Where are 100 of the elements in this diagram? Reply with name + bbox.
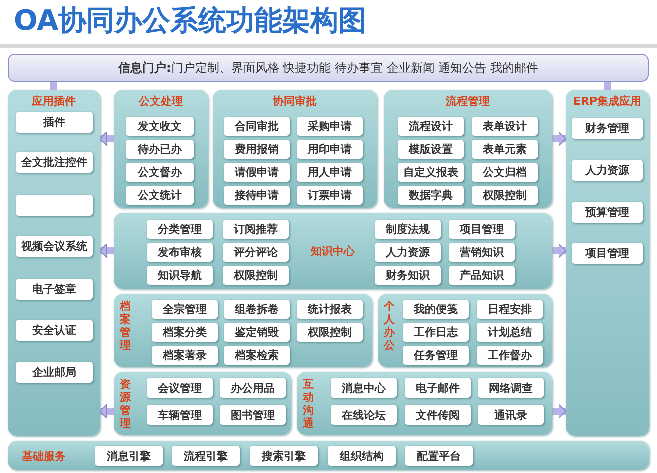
feature-box: 安全认证 (16, 320, 93, 341)
feature-box: 办公用品 (220, 378, 286, 398)
feature-box: 全文批注控件 (16, 152, 93, 173)
feature-box: 接待申请 (224, 186, 290, 205)
feature-box: 企业邮局 (16, 362, 93, 383)
feature-box: 公文归档 (472, 163, 538, 182)
module-title: 应用插件 (30, 94, 77, 109)
feature-box: 网络调查 (478, 378, 544, 398)
feature-box: 权限控制 (472, 186, 538, 205)
feature-box: 项目管理 (449, 220, 515, 239)
feature-box: 表单元素 (472, 140, 538, 159)
feature-box: 权限控制 (223, 266, 289, 285)
module-panel (114, 372, 291, 435)
feature-box: 模版设置 (398, 140, 464, 159)
feature-box: 搜索引擎 (250, 446, 318, 466)
feature-box: 知识导航 (147, 266, 213, 285)
module-title: 公文处理 (138, 94, 184, 109)
feature-box: 组织结构 (328, 446, 396, 466)
feature-box: 订阅推荐 (223, 220, 289, 239)
feature-box: 档案分类 (152, 323, 218, 342)
feature-box: 在线论坛 (331, 405, 397, 425)
module-title: ERP集成应用 (572, 94, 643, 109)
connector-arrow (100, 132, 114, 146)
feature-box: 电子邮件 (405, 378, 471, 398)
module-panel (114, 213, 552, 289)
module-title: 互动沟通 (302, 378, 315, 430)
feature-box: 待办已办 (126, 140, 194, 159)
feature-box: 工作日志 (403, 323, 469, 342)
connector-arrow (552, 132, 566, 146)
connector (50, 82, 58, 90)
feature-box: 统计报表 (297, 300, 363, 319)
feature-box: 插件 (16, 112, 93, 133)
feature-box: 公文统计 (126, 186, 194, 205)
connector-arrow (552, 244, 566, 258)
module-panel (297, 372, 552, 435)
connector-arrow (100, 404, 114, 419)
feature-box: 消息中心 (331, 378, 397, 398)
feature-box: 公文督办 (126, 163, 194, 182)
portal-bar: 信息门户:门户定制、界面风格 快捷功能 待办事宜 企业新闻 通知公告 我的邮件 (8, 54, 649, 82)
diagram-title: OA协同办公系统功能架构图 (14, 3, 367, 39)
feature-box: 电子签章 (16, 279, 93, 300)
module-panel (566, 90, 649, 436)
module-panel (114, 294, 372, 367)
feature-box: 会议管理 (147, 378, 213, 398)
feature-box: 视频会议系统 (16, 236, 93, 257)
feature-box: 订票申请 (297, 186, 363, 205)
module-title: 流程管理 (445, 94, 491, 109)
module-panel (114, 90, 208, 208)
module-panel (8, 90, 100, 436)
feature-box: 档案著录 (152, 346, 218, 365)
feature-box: 财务管理 (572, 118, 643, 139)
connector-arrow (100, 244, 114, 258)
module-title: 协同审批 (272, 94, 318, 109)
module-title: 基础服务 (22, 449, 66, 464)
feature-box: 表单设计 (472, 117, 538, 136)
feature-box: 配置平台 (405, 446, 473, 466)
feature-box: 费用报销 (224, 140, 290, 159)
feature-box: 产品知识 (449, 266, 515, 285)
feature-box: 预算管理 (572, 202, 643, 223)
feature-box: 制度法规 (375, 220, 441, 239)
blank-box (16, 195, 93, 216)
feature-box: 财务知识 (375, 266, 441, 285)
feature-box: 营销知识 (449, 243, 515, 262)
feature-box: 我的便笺 (403, 300, 469, 319)
feature-box: 发布审核 (147, 243, 213, 262)
module-panel (8, 441, 649, 470)
feature-box: 自定义报表 (398, 163, 464, 182)
feature-box: 日程安排 (477, 300, 543, 319)
feature-box: 人力资源 (572, 160, 643, 181)
feature-box: 图书管理 (220, 405, 286, 425)
feature-box: 合同审批 (224, 117, 290, 136)
feature-box: 用印申请 (297, 140, 363, 159)
feature-box: 权限控制 (297, 323, 363, 342)
feature-box: 流程引擎 (172, 446, 240, 466)
module-panel (213, 90, 377, 208)
feature-box: 用人申请 (297, 163, 363, 182)
module-title: 档案管理 (119, 300, 132, 352)
feature-box: 通讯录 (478, 405, 544, 425)
module-panel (384, 90, 552, 208)
feature-box: 计划总结 (477, 323, 543, 342)
module-panel (378, 294, 552, 367)
feature-box: 全宗管理 (152, 300, 218, 319)
feature-box: 鉴定销毁 (224, 323, 290, 342)
connector-arrow (552, 404, 566, 419)
feature-box: 车辆管理 (147, 405, 213, 425)
feature-box: 消息引擎 (95, 446, 163, 466)
feature-box: 文件传阅 (405, 405, 471, 425)
feature-box: 评分评论 (223, 243, 289, 262)
feature-box: 数据字典 (398, 186, 464, 205)
feature-box: 档案检索 (224, 346, 290, 365)
feature-box: 流程设计 (398, 117, 464, 136)
feature-box: 任务管理 (403, 346, 469, 365)
module-title: 资源管理 (119, 378, 132, 430)
feature-box: 项目管理 (572, 243, 643, 264)
connector (604, 82, 611, 90)
feature-box: 人力资源 (375, 243, 441, 262)
feature-box: 分类管理 (147, 220, 213, 239)
feature-box: 采购申请 (297, 117, 363, 136)
feature-box: 发文收文 (126, 117, 194, 136)
feature-box: 工作督办 (477, 346, 543, 365)
